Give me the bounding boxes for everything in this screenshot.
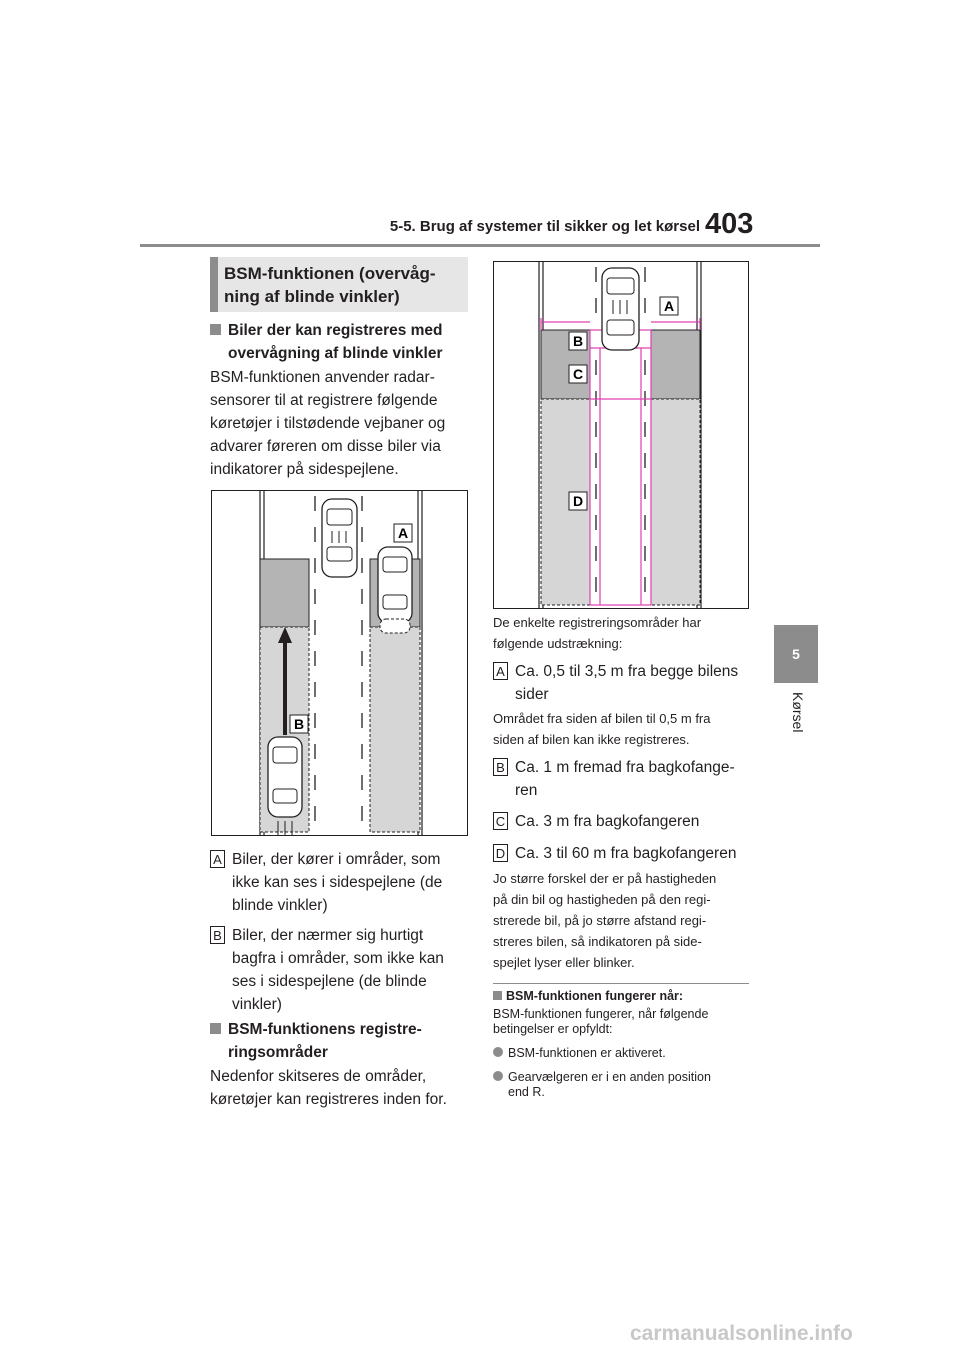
range-item-d: D Ca. 3 til 60 m fra bagkofangeren — [493, 842, 753, 866]
label-badge: B — [210, 926, 225, 944]
square-bullet-icon — [493, 991, 502, 1000]
divider — [493, 983, 749, 984]
chapter-number: 5 — [792, 646, 800, 662]
square-bullet-icon — [210, 1023, 221, 1034]
figure1-label-a: A — [398, 525, 408, 541]
range-item-b: B Ca. 1 m fremad fra bagkofange-ren — [493, 756, 753, 802]
chapter-label: Kørsel — [790, 692, 806, 733]
round-bullet-icon — [493, 1047, 503, 1057]
figure2-label-d: D — [573, 493, 583, 509]
intro-paragraph: BSM-funktionen anvender radar-sensorer t… — [210, 369, 446, 478]
page-number: 403 — [705, 208, 754, 240]
square-bullet-icon — [210, 324, 221, 335]
label-badge: A — [210, 850, 225, 868]
label-badge: B — [493, 758, 508, 776]
chapter-tab[interactable]: 5 — [774, 625, 818, 683]
section-title-line1: BSM-funktionen (overvåg- — [224, 264, 436, 283]
car-icon — [321, 498, 358, 578]
section-title-box: BSM-funktionen (overvåg-ning af blinde v… — [210, 257, 468, 312]
label-badge: C — [493, 812, 508, 830]
figure-detection-ranges: A B C D — [493, 261, 749, 609]
heading-detection-areas: BSM-funktionens registre- ringsområder — [210, 1018, 480, 1064]
range-a-note: Området fra siden af bilen til 0,5 m fra… — [493, 711, 711, 747]
car-icon — [377, 546, 413, 634]
running-header: 5-5. Brug af systemer til sikker og let … — [389, 218, 700, 235]
car-icon — [601, 267, 640, 351]
watermark: carmanualsonline.info — [630, 1322, 853, 1345]
areas-paragraph: Nedenfor skitseres de områder,køretøjer … — [210, 1068, 447, 1108]
info-heading: BSM-funktionen fungerer når: — [493, 989, 753, 1004]
label-badge: A — [493, 662, 508, 680]
heading-detectable-vehicles: Biler der kan registreres med overvågnin… — [210, 319, 480, 365]
figure2-label-b: B — [573, 333, 583, 349]
round-bullet-icon — [493, 1071, 503, 1081]
header-rule — [140, 244, 820, 247]
label-badge: D — [493, 844, 508, 862]
figure1-label-b: B — [294, 716, 304, 732]
figure2-label-c: C — [573, 366, 583, 382]
figure2-label-a: A — [664, 298, 674, 314]
info-bullet-1: BSM-funktionen er aktiveret. — [493, 1046, 753, 1061]
figure2-svg: A B C D — [538, 262, 702, 608]
figure1-svg: A B — [259, 491, 423, 835]
range-item-c: C Ca. 3 m fra bagkofangeren — [493, 810, 753, 834]
section-title-line2: ning af blinde vinkler) — [224, 287, 400, 306]
figure-blind-spot-vehicles: A B — [211, 490, 468, 836]
car-icon — [267, 736, 303, 835]
info-bullet-2: Gearvælgeren er i en anden position end … — [493, 1070, 753, 1100]
